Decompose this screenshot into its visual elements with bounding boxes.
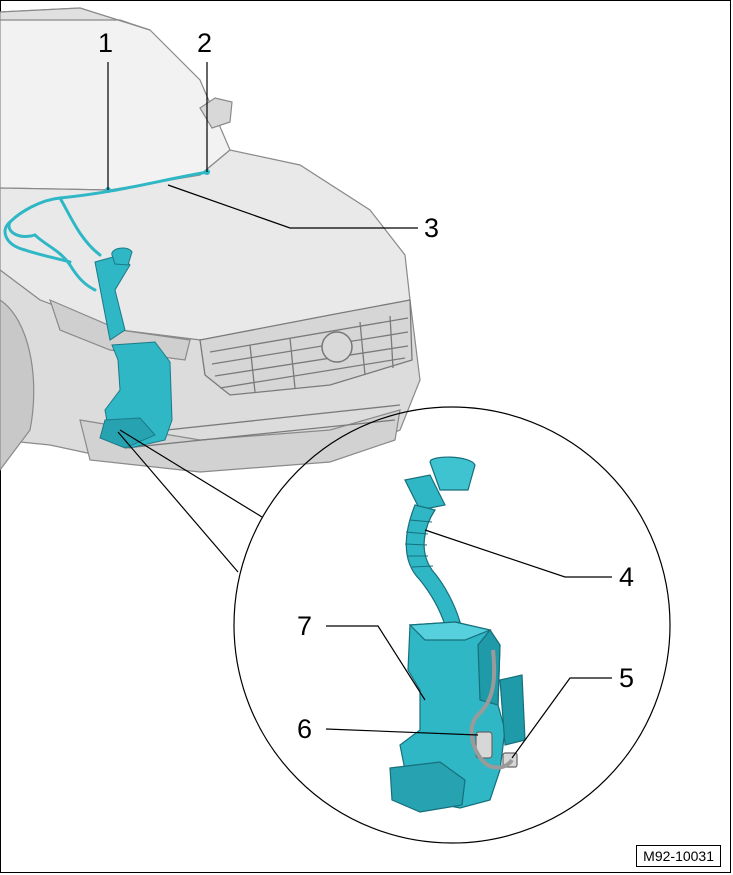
filler-hose <box>405 504 461 626</box>
leader-7 <box>326 625 426 701</box>
roof <box>0 7 151 31</box>
leader-5 <box>511 677 612 759</box>
leader-lines <box>107 62 612 759</box>
wheel-arch <box>0 299 35 471</box>
filler-cap <box>429 456 476 491</box>
washer-pump <box>475 731 493 759</box>
leader-3 <box>167 184 418 229</box>
callout-1: 1 <box>98 28 114 58</box>
car-front-illustration <box>0 7 421 473</box>
lower-bumper <box>79 409 401 473</box>
callout-3: 3 <box>424 213 440 243</box>
hose-ribs <box>404 519 434 568</box>
washer-hose-on-car <box>3 170 210 292</box>
callout-2: 2 <box>197 28 213 58</box>
callout-6: 6 <box>297 714 313 744</box>
leader-4 <box>424 529 612 578</box>
front-grille <box>119 299 413 449</box>
washer-pipe <box>469 649 514 770</box>
magnifier-connector-top <box>119 429 263 518</box>
vw-emblem <box>321 331 353 363</box>
washer-reservoir-detail <box>389 456 526 813</box>
magnifier-connector-bottom <box>117 431 239 573</box>
detail-magnifier-circle <box>233 406 671 844</box>
figure-id-label: M92-10031 <box>636 845 721 867</box>
callout-5: 5 <box>619 663 635 693</box>
leader-6 <box>325 728 479 736</box>
callout-4: 4 <box>619 562 635 592</box>
side-mirror <box>199 97 233 129</box>
windshield <box>0 7 231 191</box>
washer-reservoir-on-car <box>94 247 173 449</box>
reservoir-base <box>389 761 466 813</box>
callout-7: 7 <box>297 611 313 641</box>
